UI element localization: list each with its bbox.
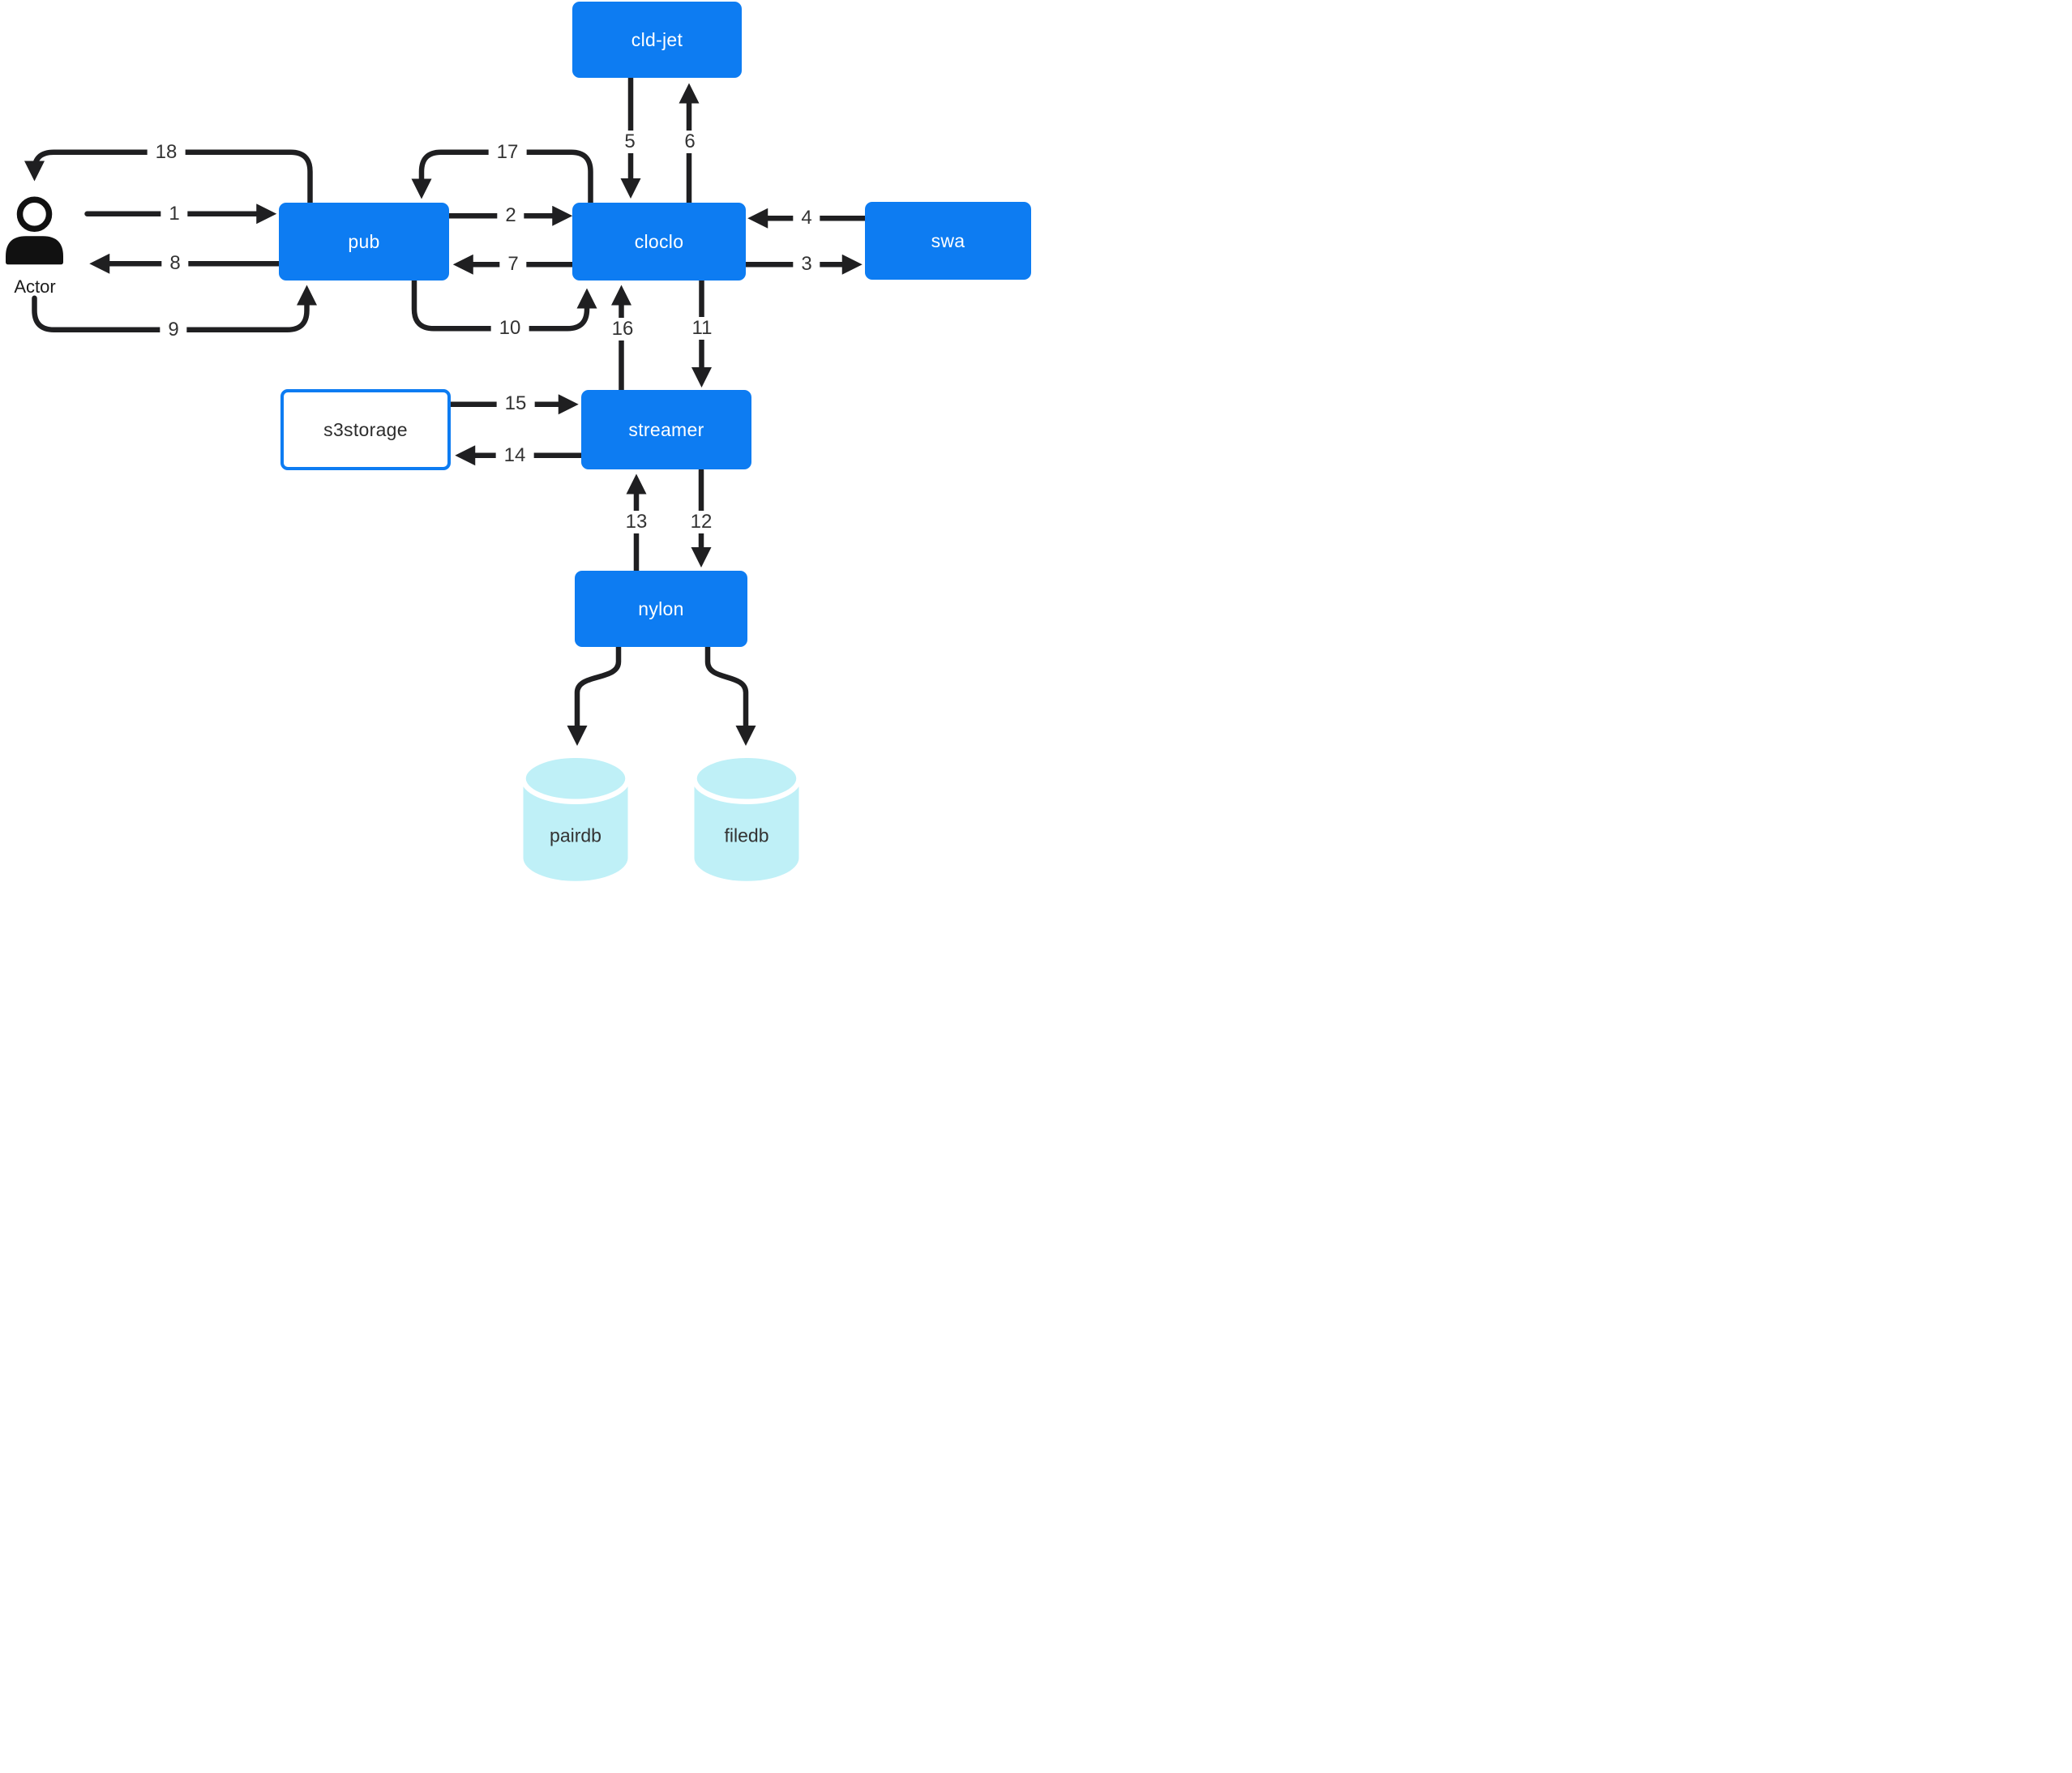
edge-label-2: 2	[497, 204, 524, 227]
edge-label-14: 14	[495, 444, 534, 467]
node-nylon[interactable]: nylon	[575, 571, 747, 647]
edge-label-13: 13	[617, 511, 656, 533]
edge-label-3: 3	[793, 253, 820, 276]
filedb-top	[691, 752, 802, 804]
filedb-cylinder[interactable]	[691, 752, 802, 881]
node-swa[interactable]: swa	[865, 202, 1031, 280]
edge-label-6: 6	[676, 131, 704, 153]
edge-label-15: 15	[496, 392, 535, 415]
pairdb-body	[523, 778, 628, 881]
edge-label-1: 1	[161, 203, 188, 225]
edge-label-7: 7	[499, 253, 527, 276]
actor-body-icon	[6, 236, 63, 265]
edge-label-12: 12	[682, 511, 721, 533]
actor-icon[interactable]	[6, 196, 63, 265]
pairdb-top	[520, 752, 631, 804]
diagram-canvas: cld-jet pub cloclo swa s3storage streame…	[0, 0, 1036, 887]
node-cld-jet[interactable]: cld-jet	[572, 2, 742, 78]
actor-label: Actor	[14, 276, 56, 297]
edge-nylon-pairdb	[567, 644, 622, 746]
edge-label-10: 10	[490, 317, 529, 340]
actor-head-icon	[16, 196, 53, 232]
edge-18	[24, 149, 313, 206]
wires-layer	[6, 75, 868, 881]
edge-label-5: 5	[616, 131, 644, 153]
pairdb-label: pairdb	[550, 824, 601, 846]
filedb-label: filedb	[724, 824, 769, 846]
edge-nylon-filedb	[704, 644, 756, 746]
node-s3storage[interactable]: s3storage	[280, 389, 451, 470]
node-pub[interactable]: pub	[279, 203, 449, 281]
edge-label-8: 8	[161, 252, 189, 275]
node-streamer[interactable]: streamer	[581, 390, 751, 469]
filedb-body	[694, 778, 799, 881]
edge-label-18: 18	[147, 141, 186, 164]
edge-label-11: 11	[683, 317, 721, 340]
pairdb-cylinder[interactable]	[520, 752, 631, 881]
edge-label-17: 17	[488, 141, 527, 164]
node-cloclo[interactable]: cloclo	[572, 203, 746, 281]
edge-label-16: 16	[603, 318, 642, 340]
edge-label-9: 9	[160, 319, 187, 341]
edge-label-4: 4	[793, 207, 820, 229]
